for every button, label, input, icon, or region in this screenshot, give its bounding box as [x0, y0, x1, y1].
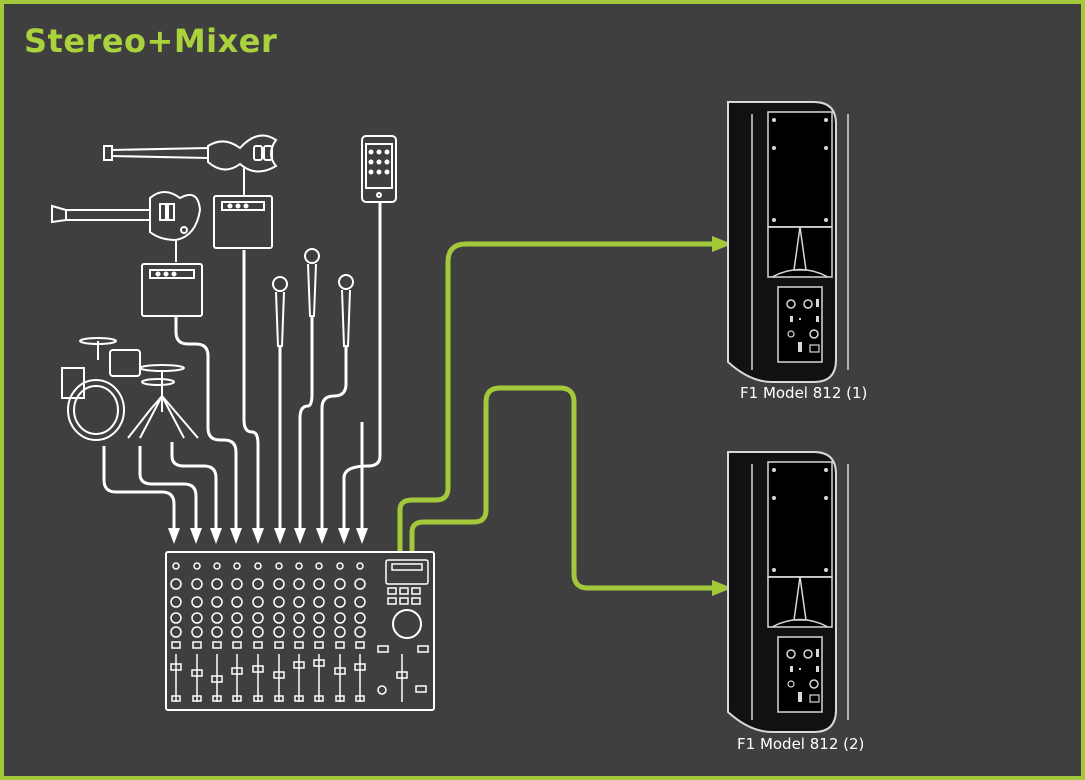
output-arrow-1 — [712, 236, 732, 252]
input-arrows — [168, 528, 368, 544]
microphone-icon — [304, 248, 320, 317]
guitar-amp-icon — [213, 195, 273, 249]
speaker-icon — [727, 451, 849, 733]
microphone-icon — [338, 274, 354, 347]
output-arrow-2 — [712, 580, 732, 596]
output-cable-1 — [397, 241, 712, 552]
mixer-icon — [165, 551, 435, 711]
output-cable-2 — [409, 385, 712, 591]
speaker-label-2: F1 Model 812 (2) — [737, 735, 865, 753]
mixer-channel-strips — [170, 562, 366, 702]
electric-guitar-icon — [51, 191, 202, 262]
microphone-icon — [272, 276, 288, 347]
guitar-amp-icon — [141, 263, 203, 317]
mixer-master-section — [377, 559, 429, 702]
speaker-label-1: F1 Model 812 (1) — [740, 384, 868, 402]
diagram-title: Stereo+Mixer — [24, 22, 278, 60]
phone-icon — [361, 135, 397, 203]
bass-guitar-icon — [103, 134, 278, 196]
stereo-output-cables — [397, 236, 732, 596]
speaker-icon — [727, 101, 849, 383]
input-cables — [102, 202, 382, 528]
drum-kit-icon — [61, 337, 199, 441]
